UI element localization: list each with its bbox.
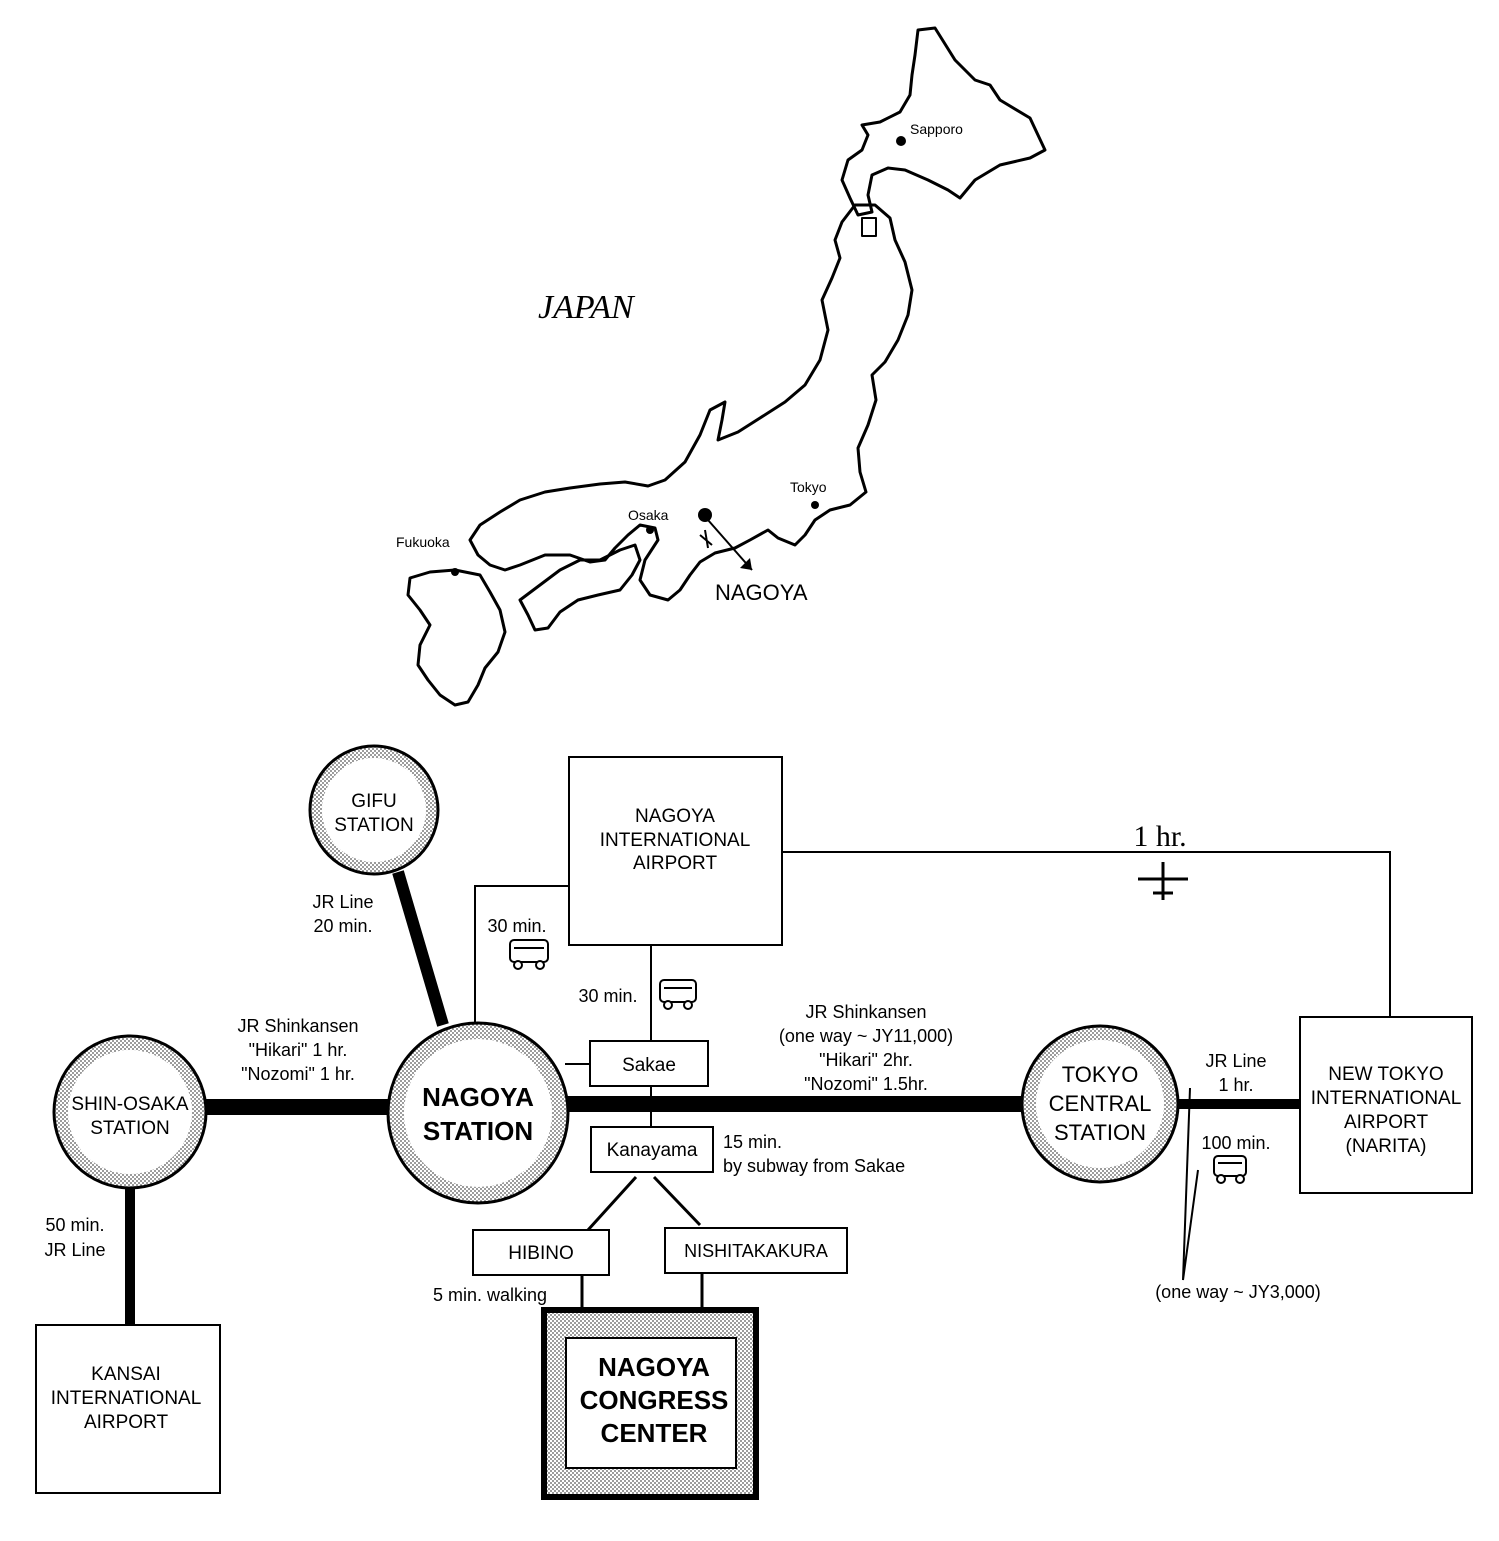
nishitakakura-label: NISHITAKAKURA	[684, 1241, 828, 1261]
narita-bus-line	[1182, 1087, 1199, 1281]
narita-line2: INTERNATIONAL	[1311, 1088, 1462, 1109]
kanayama-hibino-line	[586, 1175, 638, 1232]
airplane-icon	[1138, 862, 1188, 900]
nagoya-marker	[698, 508, 712, 522]
airport-bus-mid-label: 30 min.	[578, 986, 637, 1006]
shin-osaka-station-line1: SHIN-OSAKA	[71, 1094, 189, 1115]
gifu-jr-label-2: 20 min.	[313, 916, 372, 936]
walking-label: 5 min. walking	[433, 1285, 547, 1305]
kansai-airport-line1: KANSAI	[91, 1364, 161, 1385]
honshu-outline	[468, 203, 914, 602]
japan-label: JAPAN	[538, 289, 636, 326]
tokyo-shinkansen-label-3: "Hikari" 2hr.	[819, 1050, 913, 1070]
tokyo-station-line2: CENTRAL	[1049, 1091, 1152, 1116]
narita-line4: (NARITA)	[1346, 1136, 1427, 1157]
shikoku-outline	[518, 543, 642, 632]
tokyo-shinkansen-label-2: (one way ~ JY11,000)	[779, 1026, 953, 1046]
sakae-label: Sakae	[622, 1055, 676, 1076]
nagoya-station-line2: STATION	[423, 1116, 533, 1146]
osaka-marker	[646, 526, 654, 534]
osaka-shinkansen-label-2: "Hikari" 1 hr.	[249, 1040, 348, 1060]
bus-icon	[659, 979, 697, 1010]
nagoya-map-label: NAGOYA	[715, 580, 808, 605]
kansai-jr-label-1: 50 min.	[45, 1215, 104, 1235]
japan-map	[406, 26, 1047, 707]
narita-line3: AIRPORT	[1344, 1112, 1429, 1133]
gifu-jr-label-1: JR Line	[312, 892, 373, 912]
narita-line1: NEW TOKYO	[1328, 1064, 1443, 1085]
gifu-station-line2: STATION	[334, 815, 414, 836]
nagoya-airport-map-icon	[699, 529, 713, 549]
kanayama-box: Kanayama	[590, 1126, 714, 1173]
hibino-box: HIBINO	[472, 1229, 610, 1276]
tokyo-central-station: TOKYO CENTRAL STATION	[1020, 1024, 1180, 1184]
nagoya-arrow-line	[707, 519, 753, 571]
gifu-station-line1: GIFU	[351, 791, 396, 812]
congress-line1: NAGOYA	[598, 1352, 710, 1382]
subway-label-2: by subway from Sakae	[723, 1156, 905, 1176]
nagoya-airport-box: NAGOYA INTERNATIONAL AIRPORT	[568, 756, 783, 946]
narita-airport-box: NEW TOKYO INTERNATIONAL AIRPORT (NARITA)	[1299, 1016, 1473, 1194]
congress-center-box: NAGOYA CONGRESS CENTER	[541, 1307, 759, 1500]
kansai-jr-label-2: JR Line	[44, 1240, 105, 1260]
shin-osaka-station: SHIN-OSAKA STATION	[52, 1034, 208, 1190]
gifu-station: GIFU STATION	[308, 744, 440, 876]
sakae-box: Sakae	[589, 1040, 709, 1087]
osaka-shinkansen-label-1: JR Shinkansen	[237, 1016, 358, 1036]
tokyo-station-line3: STATION	[1054, 1120, 1146, 1145]
kanayama-nishitakakura-line	[652, 1175, 702, 1227]
hokkaido-outline	[840, 26, 1047, 217]
tokyo-shinkansen-label-1: JR Shinkansen	[805, 1002, 926, 1022]
nagoya-airport-bus-left	[474, 885, 569, 1025]
narita-jr-label-1: JR Line	[1205, 1051, 1266, 1071]
tokyo-label: Tokyo	[790, 479, 827, 495]
congress-line3: CENTER	[601, 1418, 708, 1448]
nagoya-station-line1: NAGOYA	[422, 1082, 534, 1112]
aomori-airport-icon	[861, 217, 877, 237]
kanayama-label: Kanayama	[607, 1140, 698, 1161]
narita-bus-label: 100 min.	[1201, 1133, 1270, 1153]
nagoya-arrow-head	[740, 558, 752, 570]
fukuoka-marker	[451, 568, 459, 576]
sapporo-marker	[896, 136, 906, 146]
osaka-label: Osaka	[628, 507, 669, 523]
tokyo-shinkansen-label-4: "Nozomi" 1.5hr.	[804, 1074, 928, 1094]
nagoya-airport-line3: AIRPORT	[633, 853, 718, 874]
narita-fare-label: (one way ~ JY3,000)	[1155, 1282, 1321, 1302]
hibino-label: HIBINO	[508, 1243, 573, 1264]
gifu-nagoya-line	[392, 870, 449, 1027]
bus-icon	[1213, 1155, 1247, 1184]
flight-line	[782, 851, 1391, 1017]
narita-jr-label-2: 1 hr.	[1218, 1075, 1253, 1095]
tokyo-station-line1: TOKYO	[1062, 1062, 1139, 1087]
airport-bus-left-label: 30 min.	[487, 916, 546, 936]
kyushu-outline	[406, 568, 507, 707]
flight-label: 1 hr.	[1133, 820, 1186, 853]
route-lines	[125, 851, 1391, 1325]
congress-line2: CONGRESS	[580, 1385, 729, 1415]
osaka-shinkansen-label-3: "Nozomi" 1 hr.	[241, 1064, 355, 1084]
tokyo-marker	[811, 501, 819, 509]
nishitakakura-box: NISHITAKAKURA	[664, 1227, 848, 1274]
shin-osaka-station-line2: STATION	[90, 1118, 170, 1139]
nagoya-station: NAGOYA STATION	[386, 1021, 570, 1205]
nagoya-airport-line1: NAGOYA	[635, 806, 715, 827]
kansai-airport-line2: INTERNATIONAL	[51, 1388, 202, 1409]
subway-label-1: 15 min.	[723, 1132, 782, 1152]
kansai-airport-box: KANSAI INTERNATIONAL AIRPORT	[35, 1324, 221, 1494]
nagoya-airport-line2: INTERNATIONAL	[600, 830, 751, 851]
bus-icon	[509, 939, 549, 970]
kansai-airport-line3: AIRPORT	[84, 1412, 169, 1433]
sapporo-label: Sapporo	[910, 121, 963, 137]
fukuoka-label: Fukuoka	[396, 534, 450, 550]
